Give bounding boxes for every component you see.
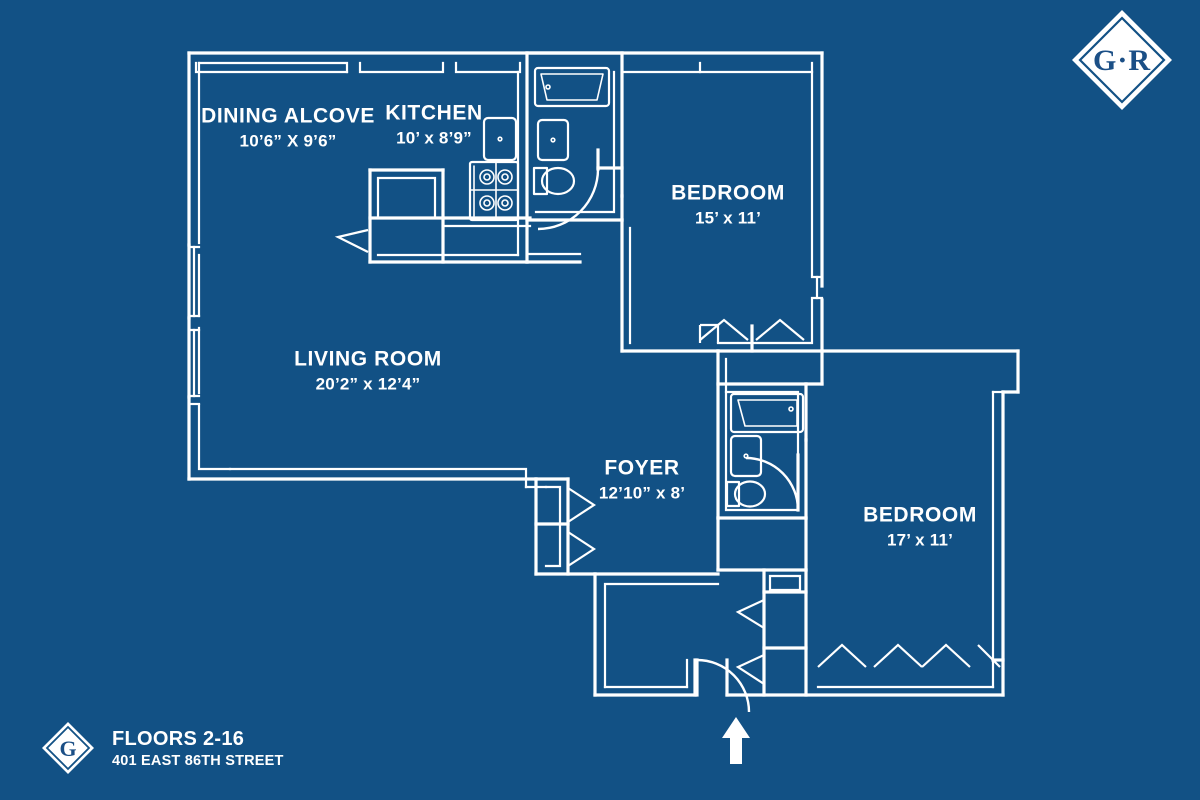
wall-bath1-inner	[534, 70, 616, 214]
wall-west-inner-4	[197, 403, 232, 471]
closet-door-n-1	[699, 318, 749, 341]
window-top-1	[358, 61, 445, 74]
foyer-closet-fold-2	[567, 531, 597, 567]
bath2-sink-basin	[729, 434, 763, 478]
bedroom-south-walls	[716, 349, 1005, 697]
kitchen-fixtures	[468, 116, 520, 222]
burner-4	[497, 195, 513, 211]
gr-logo-diamond-inner	[1078, 16, 1166, 104]
closet-s-shelf	[768, 574, 802, 592]
closet-door-s-2	[873, 643, 923, 668]
foyer-closet-fold-1	[567, 487, 597, 523]
kitchen-walls	[334, 51, 582, 264]
room-name-kitchen: KITCHEN	[385, 101, 483, 125]
entry-door-arc	[696, 658, 751, 713]
wall-top-inner-a	[197, 61, 349, 74]
living-room-inner-walls	[228, 467, 548, 489]
footer-badge-diamond	[42, 722, 94, 774]
footer-badge: G	[42, 722, 94, 774]
wall-bath2-inner	[724, 357, 800, 512]
gr-logo-diamond	[1072, 10, 1172, 110]
wall-foyer-closet-inner	[544, 485, 562, 568]
room-name-foyer: FOYER	[604, 456, 680, 480]
room-label-bedroom-north: BEDROOM 15’ x 11’	[671, 182, 785, 229]
burner-4-inner	[501, 199, 509, 207]
bath2-tub-outer	[729, 392, 805, 434]
closet-s-door-fold-2	[735, 654, 765, 685]
bath1-sink-drain	[550, 137, 556, 143]
gr-logo-text: G·R	[1093, 44, 1151, 77]
room-label-dining-alcove: DINING ALCOVE 10’6” X 9’6”	[201, 105, 375, 152]
entry-direction-arrow-glyph	[722, 717, 750, 764]
bath1-sink-basin	[536, 118, 570, 162]
bath1-door-arc	[537, 168, 600, 231]
window-top-2	[698, 61, 814, 74]
room-dim-bedroom-north: 15’ x 11’	[694, 208, 762, 228]
footer-floors-title: FLOORS 2-16	[112, 727, 245, 750]
wall-top-inner-a2	[194, 61, 349, 74]
foyer-walls	[534, 477, 751, 713]
closet-door-n-2	[755, 318, 805, 341]
bath2-tub-inner	[737, 399, 798, 427]
kitchen-sink-drain	[497, 136, 503, 142]
burner-2-inner	[501, 173, 509, 181]
footer-badge-letter: G	[59, 736, 76, 761]
bath1-tub-drain	[545, 84, 551, 90]
bath1-tub-inner	[540, 73, 604, 101]
room-name-living-room: LIVING ROOM	[294, 347, 442, 371]
room-name-bedroom-south: BEDROOM	[863, 503, 977, 527]
bedroom-north-walls	[620, 70, 824, 353]
closet-door-s-1	[817, 643, 867, 668]
footer-badge-diamond-inner	[45, 725, 91, 771]
closet-door-s-4	[977, 644, 1001, 668]
bath1-toilet-bowl	[540, 166, 576, 196]
room-name-dining-alcove: DINING ALCOVE	[201, 104, 375, 128]
bath2-toilet-tank	[725, 480, 741, 508]
footer-address: 401 EAST 86TH STREET	[112, 752, 284, 769]
wall-top-inner-b	[454, 61, 522, 74]
kitchen-sink-basin	[482, 116, 518, 162]
room-label-kitchen: KITCHEN 10’ x 8’9”	[385, 102, 483, 149]
room-label-living-room: LIVING ROOM 20’2” x 12’4”	[294, 348, 442, 395]
burner-3	[479, 195, 495, 211]
west-windows	[187, 245, 201, 406]
bath2-door-arc	[745, 456, 800, 511]
room-label-bedroom-south: BEDROOM 17’ x 11’	[863, 504, 977, 551]
room-label-foyer: FOYER 12’10” x 8’	[599, 457, 685, 504]
burner-1	[479, 169, 495, 185]
footer: G FLOORS 2-16 401 EAST 86TH STREET	[40, 720, 284, 776]
bathroom-2	[716, 349, 808, 520]
footer-text-block: FLOORS 2-16 401 EAST 86TH STREET	[112, 728, 284, 769]
room-dim-kitchen: 10’ x 8’9”	[396, 128, 472, 148]
burner-1-inner	[483, 173, 491, 181]
entry-arrow	[722, 717, 750, 764]
burner-2	[497, 169, 513, 185]
range-grid	[469, 161, 519, 221]
closet-s-door-fold-1	[735, 599, 765, 629]
exterior-walls	[187, 51, 1020, 697]
bath1-tub-outer	[533, 66, 611, 108]
room-dim-foyer: 12’10” x 8’	[598, 483, 686, 503]
kitchen-range-body	[468, 160, 520, 222]
bath2-toilet-bowl	[733, 480, 767, 508]
closet-door-s-3	[921, 643, 971, 668]
burner-3-inner	[483, 199, 491, 207]
dining-closet-shelf	[376, 176, 437, 220]
wall-top-inner-c	[620, 61, 702, 74]
bathroom-1	[525, 51, 624, 231]
room-dim-living-room: 20’2” x 12’4”	[315, 374, 421, 394]
wall-foyer-inner-run	[603, 582, 720, 689]
room-name-bedroom-north: BEDROOM	[671, 181, 785, 205]
bath1-toilet-tank	[532, 166, 549, 196]
closet-door-dining-fold	[334, 228, 369, 253]
gr-logo: G·R	[1072, 10, 1172, 110]
room-dim-dining-alcove: 10’6” X 9’6”	[239, 131, 337, 151]
wall-living-bottom-inner	[228, 467, 528, 489]
room-dim-bedroom-south: 17’ x 11’	[886, 530, 954, 550]
wall-bedroom-n-east-inner2	[716, 298, 814, 345]
bath2-tub-drain	[788, 406, 794, 412]
